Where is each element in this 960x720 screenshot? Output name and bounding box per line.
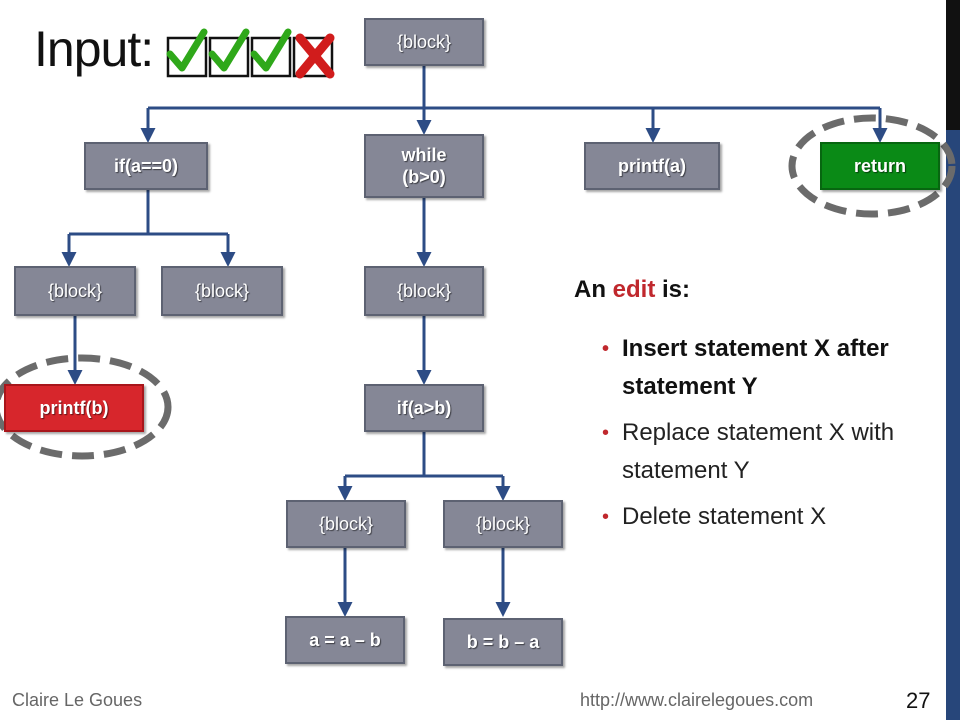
cross-icon [295,33,335,79]
check-icon [250,28,292,72]
node-if-a-gt-b: if(a>b) [364,384,484,432]
node-printf-b: printf(b) [4,384,144,432]
status-checkboxes [166,28,335,79]
edit-heading-accent: edit [612,276,656,303]
check-icon [208,28,250,72]
node-if-block-1: {block} [14,266,136,316]
node-root-block: {block} [364,18,484,66]
node-return: return [820,142,940,190]
node-if-block-2: {block} [161,266,283,316]
edit-heading-pre: An [574,276,613,303]
highlight-ring-printfb [0,354,172,460]
check-icon [166,28,208,72]
node-assign-a: a = a – b [285,616,405,664]
checkbox-3 [250,28,292,78]
checkbox-1 [166,28,208,78]
sidebar-accent-black [946,0,960,130]
node-assign-b: b = b – a [443,618,563,666]
footer-author: Claire Le Goues [12,690,143,710]
highlight-ring-return [788,114,956,218]
checkbox-4 [292,33,335,79]
page-number: 27 [906,688,931,713]
edit-rule-replace: Replace statement X with statement Y [600,414,940,490]
node-while-line1: while [401,145,447,165]
edit-heading-post: is: [655,276,691,303]
checkbox-2 [208,28,250,78]
sidebar-accent-blue [946,130,960,720]
slide-title: Input: [34,21,154,77]
edit-rule-delete: Delete statement X [600,498,940,536]
node-while-block: {block} [364,266,484,316]
node-if-a-eq-0: if(a==0) [84,142,208,190]
node-ifab-block-2: {block} [443,500,563,548]
edit-rule-insert: Insert statement X after statement Y [600,330,940,406]
node-ifab-block-1: {block} [286,500,406,548]
edit-rule-list: Insert statement X after statement Y Rep… [600,330,940,544]
edit-heading: An edit is: [574,276,690,304]
node-while: while (b>0) [364,134,484,198]
footer-url[interactable]: http://www.clairelegoues.com [580,690,814,710]
node-while-line2: (b>0) [402,167,446,187]
node-printf-a: printf(a) [584,142,720,190]
